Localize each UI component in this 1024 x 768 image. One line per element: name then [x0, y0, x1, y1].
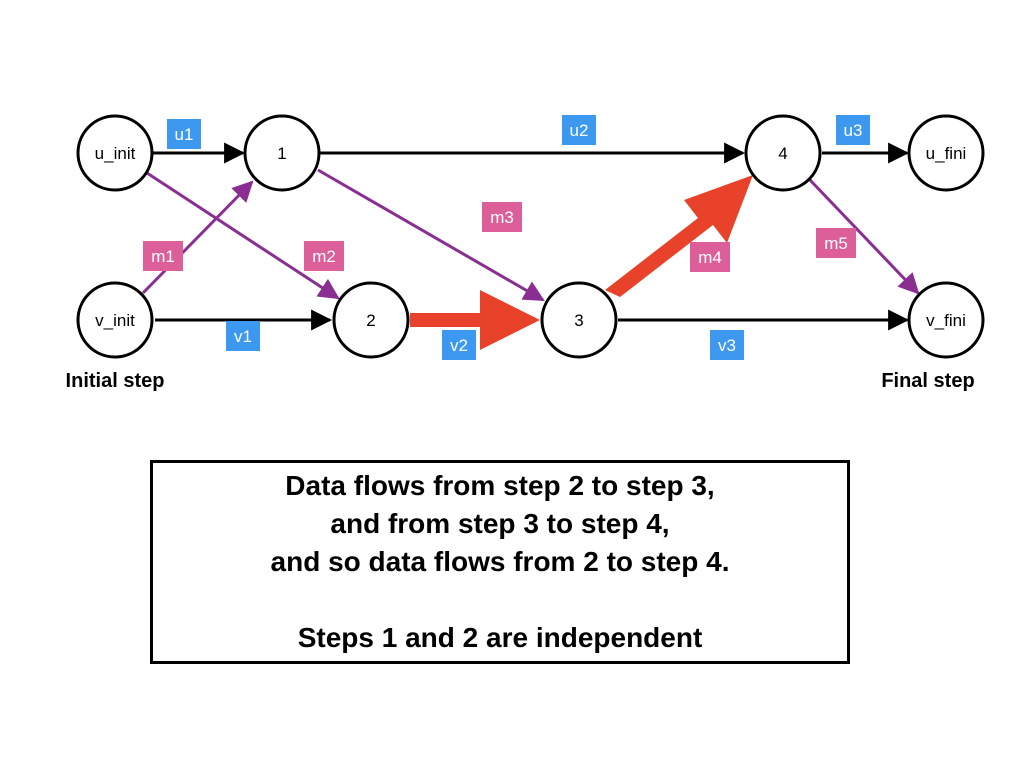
note-line-1: Data flows from step 2 to step 3,	[285, 470, 715, 501]
caption-final-step: Final step	[881, 370, 974, 392]
label-u2: u2	[562, 115, 596, 145]
svg-text:2: 2	[366, 311, 375, 330]
dataflow-diagram: u_init 1 4 u_fini v_init 2 3 v_fini u1 u…	[66, 114, 985, 392]
svg-text:v_fini: v_fini	[926, 311, 966, 330]
svg-text:m3: m3	[490, 208, 514, 227]
label-v2: v2	[442, 330, 476, 360]
node-v-fini: v_fini	[907, 281, 985, 359]
label-v3: v3	[710, 330, 744, 360]
edge-m2	[146, 171, 340, 300]
svg-text:m1: m1	[151, 247, 175, 266]
svg-text:u_init: u_init	[95, 144, 136, 163]
label-u1: u1	[167, 119, 201, 149]
svg-text:u_fini: u_fini	[926, 144, 967, 163]
svg-text:v_init: v_init	[95, 311, 135, 330]
svg-text:4: 4	[778, 144, 787, 163]
svg-text:m4: m4	[698, 248, 722, 267]
label-u3: u3	[836, 115, 870, 145]
svg-text:u3: u3	[844, 121, 863, 140]
svg-text:u2: u2	[570, 121, 589, 140]
node-u-fini: u_fini	[907, 114, 985, 192]
svg-text:u1: u1	[175, 125, 194, 144]
flow-arrow-2-to-3	[410, 290, 540, 350]
label-m3: m3	[482, 202, 522, 232]
svg-text:v1: v1	[234, 327, 252, 346]
svg-text:v2: v2	[450, 336, 468, 355]
svg-text:3: 3	[574, 311, 583, 330]
explanation-box: Data flows from step 2 to step 3, and fr…	[150, 460, 850, 664]
edge-m5	[808, 178, 920, 295]
note-line-4: Steps 1 and 2 are independent	[297, 622, 703, 653]
label-m5: m5	[816, 228, 856, 258]
svg-text:m2: m2	[312, 247, 336, 266]
svg-text:m5: m5	[824, 234, 848, 253]
node-u-init: u_init	[76, 114, 154, 192]
label-m4: m4	[690, 242, 730, 272]
note-line-2: and from step 3 to step 4,	[330, 508, 670, 539]
label-m2: m2	[304, 241, 344, 271]
label-v1: v1	[226, 321, 260, 351]
node-3: 3	[540, 281, 618, 359]
node-2: 2	[332, 281, 410, 359]
node-v-init: v_init	[76, 281, 154, 359]
flow-arrow-3-to-4	[605, 175, 753, 297]
edge-m1	[141, 180, 254, 295]
label-m1: m1	[143, 241, 183, 271]
node-4: 4	[744, 114, 822, 192]
svg-text:v3: v3	[718, 336, 736, 355]
note-line-3: and so data flows from 2 to step 4.	[270, 546, 730, 577]
node-1: 1	[243, 114, 321, 192]
svg-text:1: 1	[277, 144, 286, 163]
edge-m3	[317, 168, 545, 302]
caption-initial-step: Initial step	[66, 370, 165, 392]
